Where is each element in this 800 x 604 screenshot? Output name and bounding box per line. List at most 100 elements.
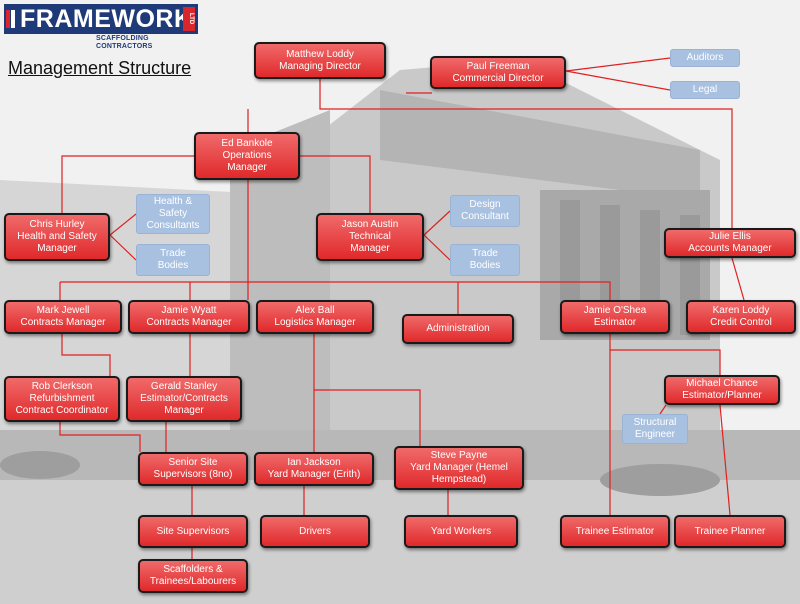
node-text-line: Alex Ball (295, 305, 335, 316)
node-text-line: Health and Safety (17, 231, 97, 242)
node-text-line: Credit Control (710, 317, 772, 328)
connector (565, 70, 671, 91)
node-text-line: Jamie O'Shea (583, 305, 647, 316)
node-text-line: Logistics Manager (274, 317, 356, 328)
node-text-line: Managing Director (279, 60, 361, 72)
node-text-line: Bodies (469, 260, 501, 271)
node-text-line: Manager (227, 162, 267, 173)
node-text-line: Contracts Manager (20, 317, 106, 328)
node-text-line: Manager (37, 243, 77, 254)
node-text-line: Trainees/Labourers (149, 576, 237, 587)
connector (109, 234, 137, 261)
node-text-line: Technical (349, 231, 391, 242)
node-text-line: Engineer (634, 429, 676, 440)
node-text-line: Matthew Loddy (286, 48, 354, 60)
connector (423, 210, 451, 236)
node-text-line: Trainee Planner (694, 525, 766, 537)
node-text-line: Manager (350, 243, 390, 254)
node-site-supervisors: Site Supervisors (138, 515, 248, 548)
connector (423, 234, 451, 261)
framework-logo: FRAMEWORK LTD SCAFFOLDING CONTRACTORS (4, 4, 198, 50)
connector (659, 404, 667, 415)
node-scaffolders-trainees: Scaffolders &Trainees/Labourers (138, 559, 248, 593)
node-text-line: Design (469, 199, 501, 210)
node-text-line: Steve Payne (430, 450, 488, 461)
logo-mark-icon (6, 10, 15, 28)
node-text-line: Yard Workers (430, 525, 492, 537)
node-text-line: Scaffolders & (163, 564, 223, 575)
node-text-line: Refurbishment (29, 393, 95, 404)
connector (313, 334, 421, 446)
node-trainee-planner: Trainee Planner (674, 515, 786, 548)
node-text-line: Contract Coordinator (15, 405, 109, 416)
node-text-line: Supervisors (8no) (153, 469, 233, 480)
node-text-line: Estimator (593, 317, 637, 328)
node-text-line: Estimator/Planner (682, 390, 762, 401)
node-text-line: Ian Jackson (287, 457, 341, 468)
node-text-line: Paul Freeman (466, 60, 530, 72)
connector (565, 57, 671, 72)
node-text-line: Julie Ellis (709, 231, 751, 242)
node-text-line: Senior Site (168, 457, 218, 468)
node-text-line: Consultant (461, 211, 509, 222)
node-text-line: Bodies (157, 260, 189, 271)
connector (61, 334, 111, 376)
node-text-line: Chris Hurley (29, 219, 85, 230)
connector (609, 334, 721, 375)
node-text-line: Manager (164, 405, 204, 416)
node-text-line: Estimator/Contracts (140, 393, 228, 404)
node-text-line: Karen Loddy (712, 305, 770, 316)
node-text-line: Trainee Estimator (575, 525, 655, 537)
node-text-line: Safety (158, 208, 188, 219)
node-text-line: Drivers (299, 525, 331, 537)
node-text-line: Yard Manager (Erith) (267, 469, 361, 480)
connector (60, 281, 611, 300)
node-text-line: Health & (153, 196, 193, 207)
node-text-line: Operations (222, 150, 272, 161)
node-drivers: Drivers (260, 515, 370, 548)
node-text-line: Jamie Wyatt (161, 305, 217, 316)
page-title: Management Structure (8, 58, 192, 78)
node-legal: Legal (670, 81, 740, 99)
node-text-line: Jason Austin (341, 219, 399, 230)
node-administration: Administration (402, 314, 514, 344)
node-text-line: Administration (426, 323, 490, 334)
connector (319, 79, 733, 229)
node-text-line: Mark Jewell (36, 305, 90, 316)
node-text-line: Trade (160, 248, 186, 259)
node-text-line: Site Supervisors (156, 525, 230, 537)
connector (109, 213, 137, 236)
connector (300, 155, 371, 213)
node-text-line: Yard Manager (Hemel (410, 462, 508, 473)
logo-box (4, 4, 198, 34)
node-text-line: Accounts Manager (688, 243, 772, 254)
connector (731, 257, 745, 301)
node-text-line: Contracts Manager (146, 317, 232, 328)
node-text-line: Consultants (146, 220, 200, 231)
node-auditors: Auditors (670, 49, 740, 67)
node-text-line: Legal (692, 84, 718, 95)
node-text-line: Gerald Stanley (150, 381, 218, 392)
node-text-line: Michael Chance (686, 378, 758, 389)
node-trainee-estimator: Trainee Estimator (560, 515, 670, 548)
node-text-line: Hempstead) (431, 474, 487, 485)
